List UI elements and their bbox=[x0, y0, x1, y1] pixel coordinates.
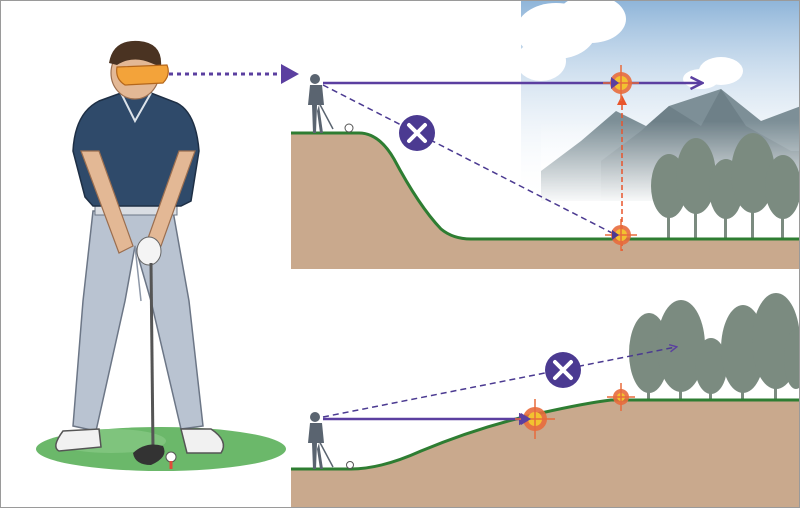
golf-tee bbox=[169, 461, 173, 469]
golfer-arm-right bbox=[146, 150, 196, 247]
orange-visor-glasses bbox=[116, 64, 169, 86]
crosshair-target-icon bbox=[605, 219, 637, 251]
downhill-sight-line bbox=[322, 84, 617, 236]
golfer-glove bbox=[136, 236, 162, 266]
golf-club-head bbox=[133, 444, 165, 465]
bottom-panel-uphill bbox=[291, 293, 799, 507]
crosshair-target-icon bbox=[515, 399, 555, 439]
uphill-ground bbox=[291, 400, 799, 507]
golf-club-shaft bbox=[149, 262, 155, 450]
x-circle-icon bbox=[545, 352, 581, 388]
eye-direction-arrowhead bbox=[281, 64, 299, 84]
small-golfer-top bbox=[308, 74, 334, 133]
clouds bbox=[516, 1, 743, 89]
golfer-arm-left bbox=[80, 150, 134, 254]
golfer-illustration bbox=[36, 40, 286, 471]
crosshair-target-icon bbox=[603, 65, 639, 101]
golfer-shoe-right bbox=[180, 428, 225, 454]
golfer-hair bbox=[109, 40, 162, 67]
small-golfer-bottom bbox=[308, 412, 334, 469]
x-circle-icon bbox=[399, 115, 435, 151]
tree-line-top bbox=[651, 133, 799, 238]
golf-ball-icon bbox=[165, 451, 177, 463]
golfer-shoe-left bbox=[55, 428, 102, 452]
top-panel-downhill bbox=[291, 1, 799, 269]
tree-line-bottom bbox=[629, 293, 799, 400]
golf-ball-icon bbox=[344, 123, 354, 133]
golfer-pants bbox=[72, 210, 204, 432]
uphill-grass-line bbox=[291, 398, 799, 471]
crosshair-target-icon bbox=[607, 383, 635, 411]
downhill-ground bbox=[291, 133, 799, 269]
downhill-grass-line bbox=[291, 131, 799, 241]
golf-ball-icon bbox=[346, 461, 354, 469]
